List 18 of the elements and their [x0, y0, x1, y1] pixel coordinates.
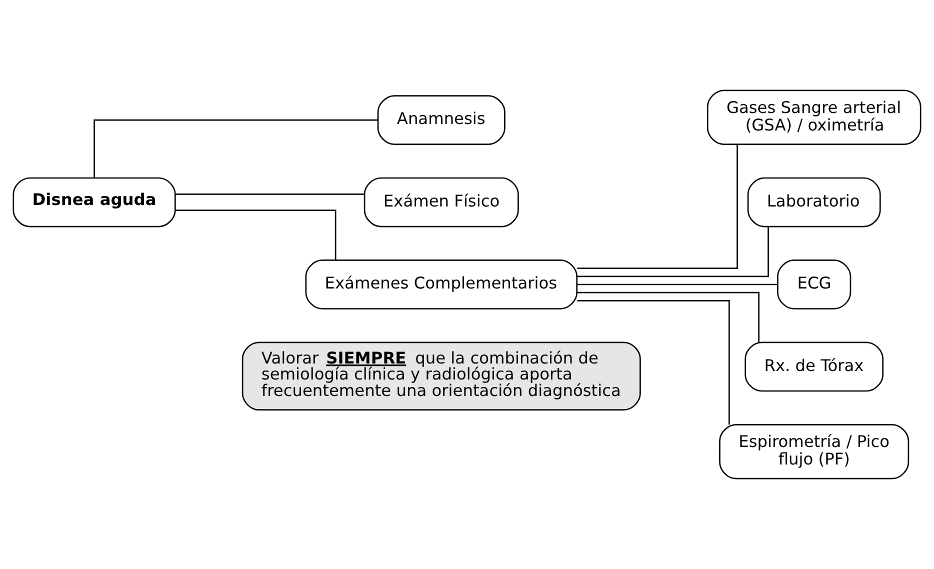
node-box: Exámen Físico [364, 177, 519, 228]
node-box: Gases Sangre arterial (GSA) / oximetría [706, 90, 922, 145]
connector [175, 210, 336, 260]
connector [577, 226, 769, 278]
connector [577, 144, 738, 269]
connector [175, 194, 364, 195]
node-box: Valorar SIEMPRE que la combinación de semiología clínica y radiológica aporta frecuentemente una orientación diagnóstica [242, 342, 641, 411]
node-box: Espirometría / Pico flujo (PF) [719, 424, 910, 480]
node-box: Laboratorio [747, 177, 881, 228]
connector [576, 292, 760, 342]
node-box: Rx. de Tórax [744, 342, 884, 392]
node-box: Disnea aguda [12, 177, 176, 228]
connector [577, 284, 778, 286]
connector [94, 119, 378, 178]
node-box: ECG [777, 260, 852, 310]
node-box: Anamnesis [377, 95, 506, 145]
node-box: Exámenes Complementarios [305, 260, 578, 310]
connector [577, 300, 730, 425]
